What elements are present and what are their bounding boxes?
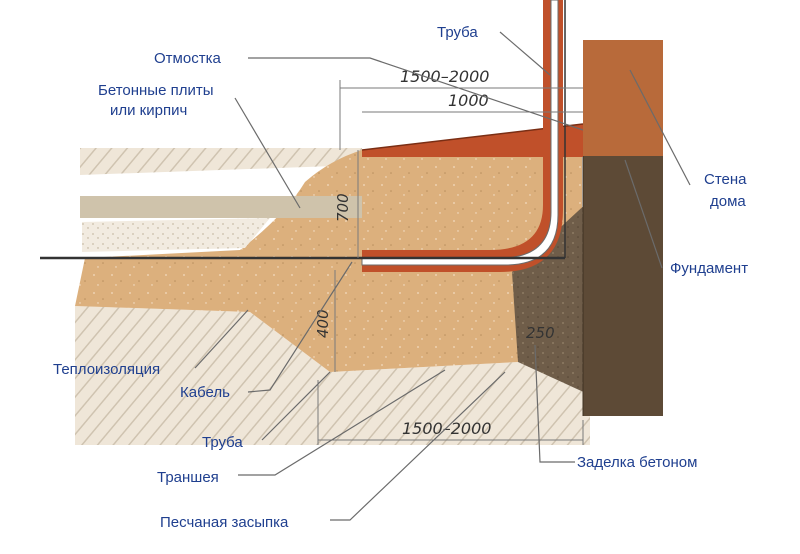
dim-vertical-lower: 400: [314, 309, 332, 338]
label-plity-line2: или кирпич: [110, 102, 187, 119]
ground-upper-hatch: [80, 148, 362, 175]
label-fundament: Фундамент: [670, 260, 748, 277]
dim-vertical-upper: 700: [334, 193, 352, 222]
foundation-block: [583, 154, 663, 416]
label-otmostka: Отмостка: [154, 50, 221, 67]
concrete-infill: [512, 200, 590, 395]
blind-area: [362, 124, 583, 157]
dim-top-outer: 1500–2000: [400, 67, 489, 86]
label-stena-line1: Стена: [704, 171, 747, 188]
sand-trench: [75, 150, 582, 372]
house-wall: [583, 40, 663, 156]
dim-bottom: 1500–2000: [402, 419, 491, 438]
label-teploizolyatsiya: Теплоизоляция: [53, 361, 160, 378]
dim-top-inner: 1000: [448, 91, 489, 110]
ground-lower-hatch: [75, 306, 590, 445]
label-kabel: Кабель: [180, 384, 230, 401]
leader-lines: [194, 31, 691, 521]
label-peschanaya: Песчаная засыпка: [160, 514, 289, 531]
label-plity-line1: Бетонные плиты: [98, 82, 214, 99]
label-truba-bottom: Труба: [202, 434, 243, 451]
concrete-slabs: [80, 196, 362, 218]
label-zadelka: Заделка бетоном: [577, 454, 697, 471]
thermal-insulation: [82, 218, 270, 252]
label-transheya: Траншея: [157, 469, 219, 486]
pipe: [361, 0, 559, 266]
dim-concrete: 250: [526, 324, 555, 342]
label-stena-line2: дома: [710, 193, 746, 210]
label-truba-top: Труба: [437, 24, 478, 41]
